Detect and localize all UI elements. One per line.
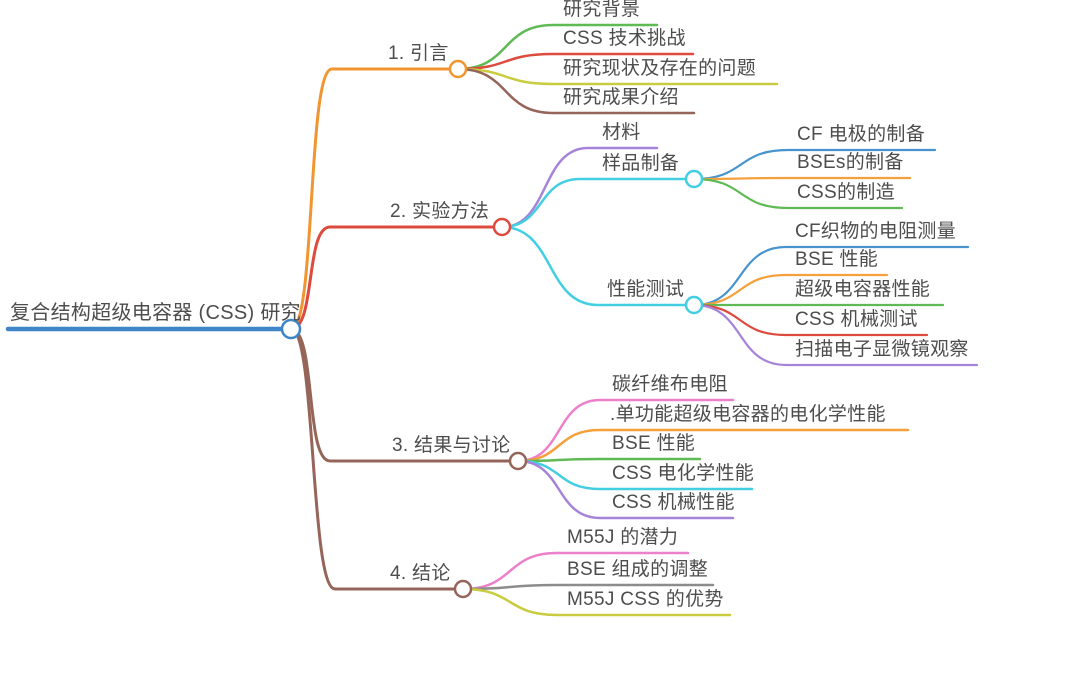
root-node-label[interactable]: 复合结构超级电容器 (CSS) 研究 [10,302,301,324]
bses-prep-node-label[interactable]: BSEs的制备 [797,152,904,173]
css-technical-challenges-node-label[interactable]: CSS 技术挑战 [563,28,686,49]
css-technical-challenges-edge [456,52,695,71]
cf-fabric-resistance-edge [692,245,970,307]
intro-collapse-handle[interactable] [448,59,468,79]
performance-testing-node-label[interactable]: 性能测试 [607,279,685,300]
results-discussion-node-label[interactable]: 3. 结果与讨论 [392,435,511,456]
bse-performance-results-edge [516,457,702,463]
m55j-css-advantages-node-label[interactable]: M55J CSS 的优势 [567,589,724,610]
intro-node-label[interactable]: 1. 引言 [388,43,449,64]
cf-electrode-prep-node-label[interactable]: CF 电极的制备 [797,124,926,145]
cf-fabric-resistance-node-label[interactable]: CF织物的电阻测量 [795,221,957,242]
research-achievements-edge [456,67,696,115]
css-mechanical-edge [516,459,735,520]
research-achievements-node-label[interactable]: 研究成果介绍 [563,87,679,108]
results-discussion-collapse-handle[interactable] [508,451,528,471]
research-status-problems-node-label[interactable]: 研究现状及存在的问题 [563,58,757,79]
monofunctional-sc-electrochemical-node-label[interactable]: .单功能超级电容器的电化学性能 [610,404,886,425]
supercapacitor-performance-node-label[interactable]: 超级电容器性能 [795,279,931,300]
m55j-css-advantages-edge [461,587,732,617]
conclusion-edge [289,327,465,591]
monofunctional-sc-electrochemical-edge [516,428,910,463]
carbon-fiber-cloth-resistance-node-label[interactable]: 碳纤维布电阻 [612,374,728,395]
intro-edge [289,67,460,331]
sample-preparation-node-label[interactable]: 样品制备 [602,153,680,174]
css-mechanical-test-node-label[interactable]: CSS 机械测试 [795,309,918,330]
cf-electrode-prep-edge [692,148,937,181]
materials-node-label[interactable]: 材料 [602,122,641,143]
sem-observation-node-label[interactable]: 扫描电子显微镜观察 [795,339,969,360]
bse-performance-edge [692,273,889,307]
performance-testing-edge [500,225,696,307]
conclusion-collapse-handle[interactable] [453,579,473,599]
experimental-methods-node-label[interactable]: 2. 实验方法 [390,201,490,222]
m55j-potential-edge [461,551,690,591]
bses-prep-edge [692,176,912,181]
m55j-potential-node-label[interactable]: M55J 的潜力 [567,527,679,548]
experimental-methods-collapse-handle[interactable] [492,217,512,237]
css-fabrication-edge [692,177,904,210]
sem-observation-edge [692,303,979,367]
research-background-edge [456,23,659,71]
css-fabrication-node-label[interactable]: CSS的制造 [797,182,895,203]
bse-performance-results-node-label[interactable]: BSE 性能 [612,433,696,454]
bse-performance-node-label[interactable]: BSE 性能 [795,249,879,270]
sample-preparation-collapse-handle[interactable] [684,169,704,189]
research-background-node-label[interactable]: 研究背景 [563,0,641,20]
sample-preparation-edge [500,177,696,229]
css-electrochemical-node-label[interactable]: CSS 电化学性能 [612,463,755,484]
css-mechanical-node-label[interactable]: CSS 机械性能 [612,492,735,513]
performance-testing-collapse-handle[interactable] [684,295,704,315]
experimental-methods-edge [289,225,504,331]
carbon-fiber-cloth-resistance-edge [516,398,735,463]
conclusion-node-label[interactable]: 4. 结论 [390,563,451,584]
root-collapse-handle[interactable] [280,318,302,340]
bse-composition-adjustment-node-label[interactable]: BSE 组成的调整 [567,559,708,580]
results-discussion-edge [289,327,520,463]
